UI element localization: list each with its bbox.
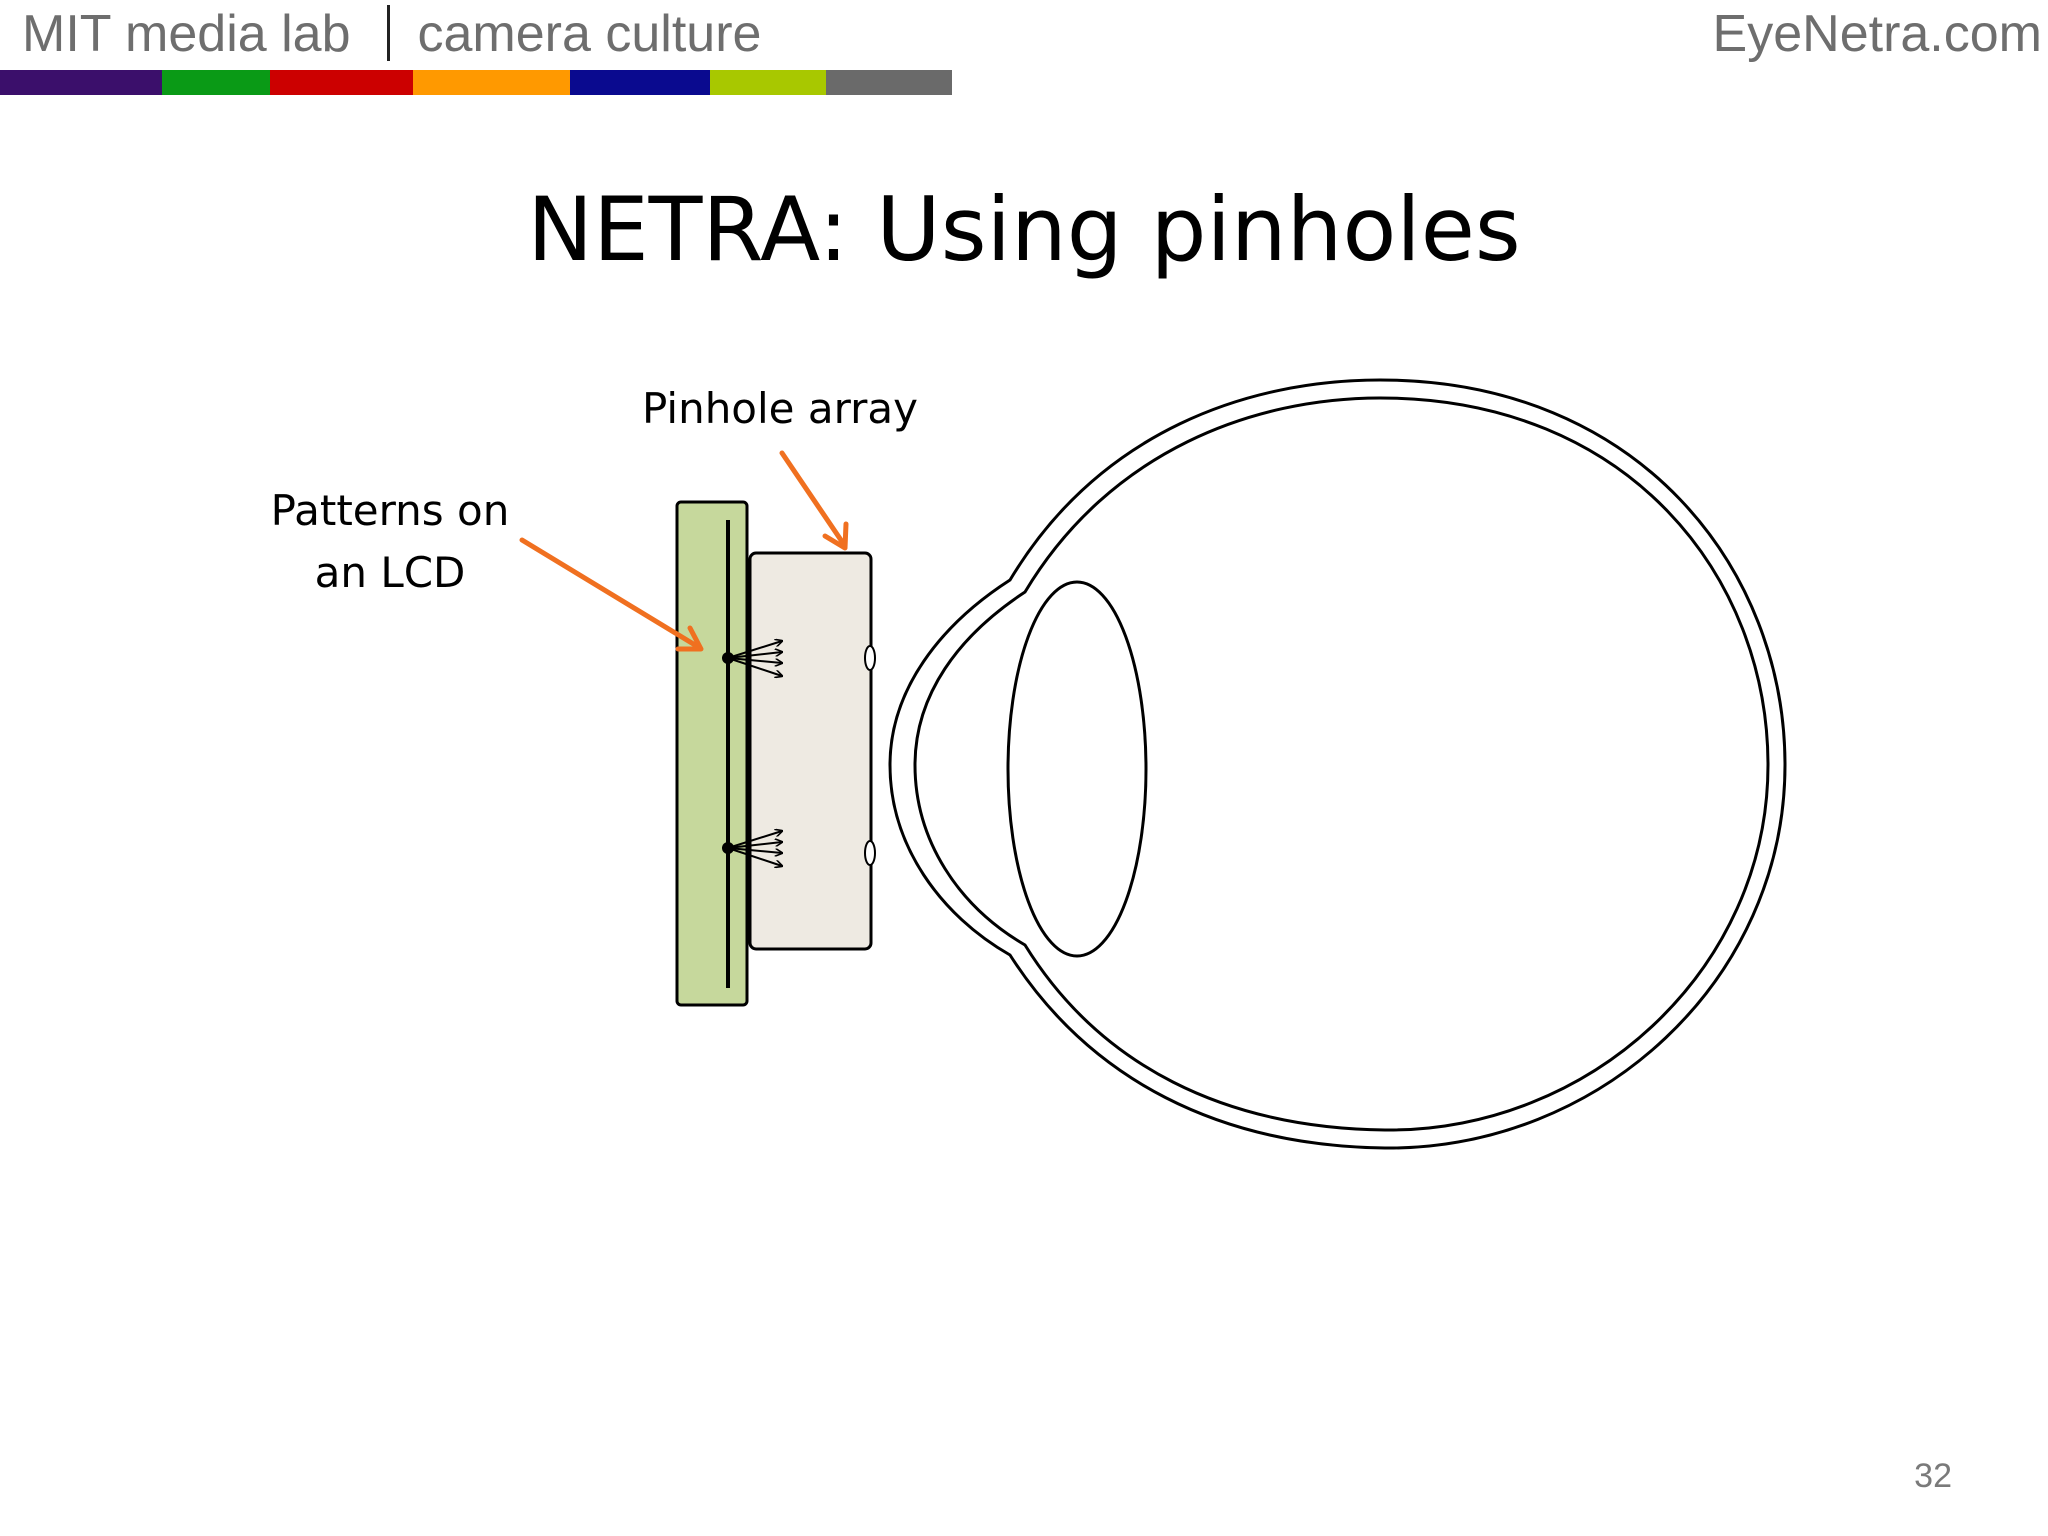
color-bar-segment [570, 70, 710, 95]
lcd-panel-icon [675, 500, 749, 1007]
eye-lens-icon [1006, 580, 1148, 958]
page-number: 32 [1914, 1457, 1952, 1495]
color-bar-segment [270, 70, 413, 95]
orange-arrow-icon [519, 537, 704, 652]
pinhole-icon [864, 645, 876, 671]
color-bar-segment [162, 70, 270, 95]
header-lab-name: MIT media lab [22, 5, 351, 63]
lcd-patterns-label-line1: Patterns on [270, 486, 510, 535]
color-bar-segment [826, 70, 952, 95]
light-rays-icon [727, 641, 782, 676]
pinhole-array-icon [748, 551, 873, 951]
pinhole-array-label: Pinhole array [642, 384, 918, 433]
header-separator [386, 5, 390, 61]
color-bar-segment [413, 70, 570, 95]
orange-arrow-icon [779, 450, 849, 551]
header-group-name: camera culture [417, 5, 762, 63]
light-rays-icon [727, 831, 782, 866]
header-website: EyeNetra.com [1712, 5, 2042, 63]
eye-inner-outline [913, 396, 1770, 1132]
lcd-patterns-label-line2: an LCD [314, 548, 466, 597]
slide-title: NETRA: Using pinholes [527, 178, 1521, 281]
color-bar-segment [710, 70, 826, 95]
lcd-patterns-label: Patterns on an LCD [240, 480, 540, 604]
pinhole-icon [864, 840, 876, 866]
header-color-bar [0, 70, 952, 95]
header-left: MIT media lab camera culture [22, 2, 761, 66]
color-bar-segment [0, 70, 162, 95]
